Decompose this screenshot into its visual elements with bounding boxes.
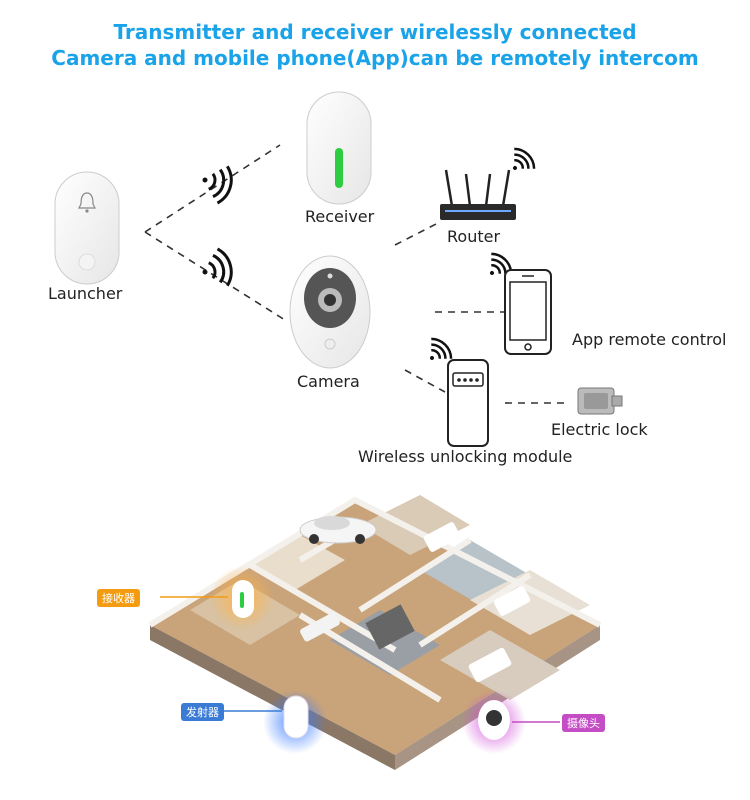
transmitter-tag: 发射器	[181, 703, 224, 721]
house-illustration	[148, 495, 602, 770]
led-indicator	[335, 148, 343, 188]
receiver-tag: 接收器	[97, 589, 140, 607]
wifi-icon	[202, 247, 233, 287]
title-line-1: Transmitter and receiver wirelessly conn…	[113, 20, 637, 44]
camera-label: Camera	[297, 372, 360, 391]
app-label: App remote control	[572, 330, 727, 349]
bell-icon	[78, 192, 96, 213]
phone-device	[504, 269, 552, 355]
launcher-label: Launcher	[48, 284, 123, 303]
electric-lock-device	[577, 387, 623, 415]
camera-device	[289, 255, 371, 369]
router-label: Router	[447, 227, 501, 246]
wifi-icon	[202, 165, 233, 205]
electric-lock-label: Electric lock	[551, 420, 648, 439]
unlock-module-device	[447, 359, 489, 447]
wifi-icon	[430, 337, 453, 360]
router-device	[440, 169, 516, 220]
title-line-2: Camera and mobile phone(App)can be remot…	[51, 46, 699, 70]
wifi-icon	[513, 147, 536, 170]
unlock-module-label: Wireless unlocking module	[358, 447, 573, 466]
car-icon	[299, 516, 377, 544]
receiver-device	[306, 91, 372, 205]
receiver-label: Receiver	[305, 207, 375, 226]
launcher-device	[54, 171, 120, 285]
camera-tag: 摄像头	[562, 714, 605, 732]
